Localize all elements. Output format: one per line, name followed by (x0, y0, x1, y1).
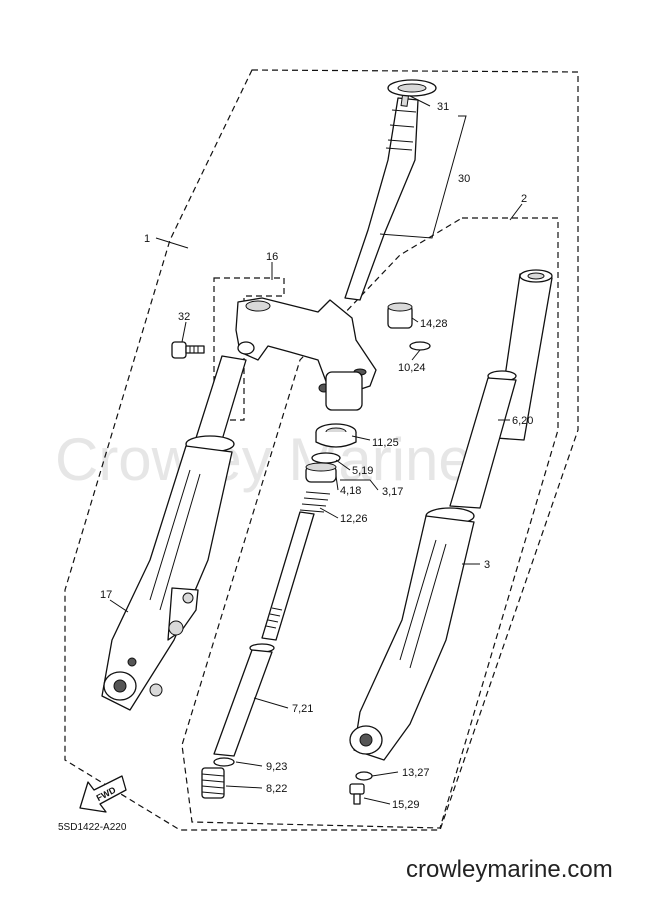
left-fork-tube (185, 355, 247, 453)
leader-1 (155, 237, 189, 249)
leader-32 (181, 321, 187, 343)
callout-32: 32 (178, 311, 190, 323)
callout-4-18: 4,18 (340, 485, 361, 497)
washer (213, 757, 235, 767)
leader-4-18 (335, 475, 339, 491)
fork-spring-upper (299, 491, 331, 513)
leader-7-21 (253, 697, 289, 709)
cap-bolt (387, 302, 413, 329)
drain-bolt (349, 783, 365, 805)
dust-seal (305, 462, 337, 483)
callout-6-20: 6,20 (512, 415, 533, 427)
o-ring (409, 341, 431, 351)
ring-nut (387, 79, 437, 97)
callout-30: 30 (458, 173, 470, 185)
left-outer-tube (101, 445, 233, 711)
under-bracket (235, 297, 377, 411)
leader-10-24 (411, 349, 421, 361)
diagram-code: 5SD1422-A220 (58, 822, 127, 833)
group-outline-1 (64, 69, 579, 831)
callout-13-27: 13,27 (402, 767, 430, 779)
circlip (311, 452, 341, 464)
leader-13-27 (371, 771, 399, 777)
group-outline-2 (181, 217, 559, 829)
callout-5-19: 5,19 (352, 465, 373, 477)
callout-1: 1 (144, 233, 150, 245)
leader-14-28 (411, 317, 419, 323)
callout-7-21: 7,21 (292, 703, 313, 715)
leader-17 (109, 599, 129, 613)
oil-seal (315, 423, 357, 448)
callout-2: 2 (521, 193, 527, 205)
leader-30 (379, 115, 467, 239)
site-url[interactable]: crowleymarine.com (406, 856, 613, 883)
callout-3: 3 (484, 559, 490, 571)
leader-31 (409, 95, 431, 107)
damper-tube (213, 643, 275, 757)
watermark: Crowley Marine (55, 426, 472, 493)
callout-12-26: 12,26 (340, 513, 368, 525)
leader-9-23 (235, 761, 263, 767)
damper-rod (261, 511, 315, 641)
rebound-spring (201, 767, 225, 799)
steering-stem (344, 91, 419, 301)
leader-12-26 (319, 507, 339, 519)
callout-8-22: 8,22 (266, 783, 287, 795)
callout-9-23: 9,23 (266, 761, 287, 773)
leader-11-25 (351, 435, 371, 441)
callout-15-29: 15,29 (392, 799, 420, 811)
callout-16: 16 (266, 251, 278, 263)
pinch-bolt (171, 341, 205, 359)
callout-11-25: 11,25 (372, 437, 399, 449)
leader-15-29 (363, 797, 391, 805)
callout-17: 17 (100, 589, 112, 601)
right-outer-tube (349, 507, 475, 761)
leader-3-17 (340, 479, 379, 491)
callout-10-24: 10,24 (398, 362, 426, 374)
callout-14-28: 14,28 (420, 318, 448, 330)
callout-3-17: 3,17 (382, 486, 403, 498)
leader-5-19 (335, 459, 351, 471)
callout-31: 31 (437, 101, 449, 113)
leader-8-22 (225, 785, 263, 789)
gasket (355, 771, 373, 781)
right-fork-inner-tube (449, 269, 553, 509)
fwd-arrow-icon: FWD (79, 775, 127, 813)
leader-2 (509, 203, 523, 221)
